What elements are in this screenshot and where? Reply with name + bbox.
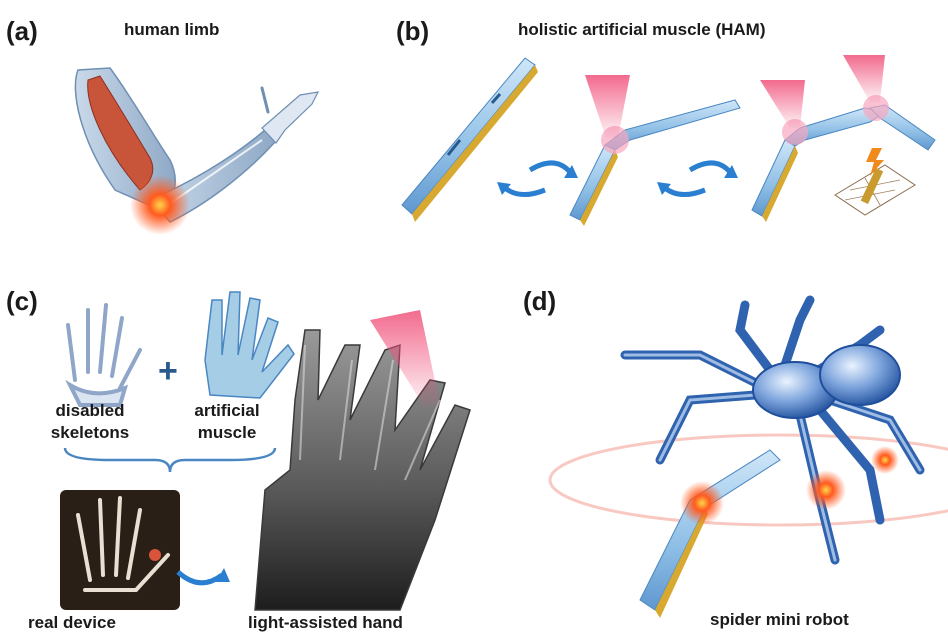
ham-strip-double-bent [752,95,935,222]
panel-b-caption: holistic artificial muscle (HAM) [518,20,766,40]
panel-a-caption: human limb [124,20,219,40]
graphene-inset [835,148,915,215]
curved-arrow [178,568,230,583]
glow-spot-1 [680,481,724,525]
skeleton-label: disabled skeletons [30,400,150,444]
ham-strip-flat [402,58,538,222]
light-assisted-hand-label: light-assisted hand [248,613,403,633]
rotate-arrows-1 [497,163,578,195]
laser-beam-1 [585,75,630,138]
panel-d-letter: (d) [523,286,556,317]
panel-a-letter: (a) [6,16,38,47]
muscle-hand-icon [205,292,294,398]
thumb [262,88,268,112]
human-limb-illustration [75,68,318,235]
hand [262,92,318,143]
real-device-label: real device [28,613,116,633]
glow-spot-3 [871,446,899,474]
panel-c-letter: (c) [6,286,38,317]
real-device-hand [60,490,180,610]
laser-beam-2 [760,80,805,128]
glow-spot-2 [806,470,846,510]
elbow-glow [130,175,190,235]
panel-d-caption: spider mini robot [710,610,849,630]
plus-sign: + [158,352,178,391]
laser-beam-3 [843,55,885,102]
ham-illustration [402,55,935,226]
grouping-bracket [60,446,280,476]
spider-robot [550,300,948,618]
panel-b-letter: (b) [396,16,429,47]
muscle-label: artificial muscle [172,400,282,444]
skeleton-hand-icon [68,305,140,405]
rotate-arrows-2 [657,163,738,195]
